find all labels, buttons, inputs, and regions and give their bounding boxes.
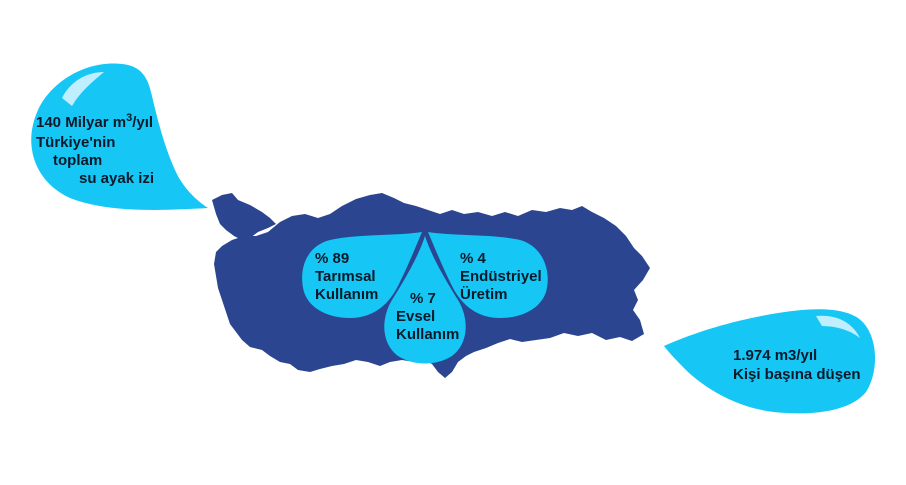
industry-drop-shape xyxy=(428,232,548,318)
per-capita-drop-shape xyxy=(664,309,876,414)
agriculture-label-1: Tarımsal xyxy=(315,268,376,285)
footprint-value-line: 140 Milyar m3/yıl xyxy=(36,112,154,132)
per-capita-value: 1.974 m3/yıl xyxy=(733,347,818,364)
agriculture-percent: % 89 xyxy=(315,250,350,267)
footprint-unit: /yıl xyxy=(132,114,154,131)
footprint-line-4: su ayak izi xyxy=(79,170,155,187)
footprint-drop-highlight xyxy=(62,72,104,106)
industry-percent: % 4 xyxy=(460,250,486,267)
footprint-superscript: 3 xyxy=(126,112,133,124)
map-thrace xyxy=(212,193,276,240)
footprint-value: 140 Milyar m xyxy=(36,114,127,131)
agriculture-label-2: Kullanım xyxy=(315,286,379,303)
footprint-line-3: toplam xyxy=(53,152,103,169)
domestic-percent: % 7 xyxy=(410,290,436,307)
per-capita-line-2: Kişi başına düşen xyxy=(733,366,861,383)
industry-label-1: Endüstriyel xyxy=(460,268,542,285)
domestic-drop-shape xyxy=(384,236,466,364)
domestic-label-1: Evsel xyxy=(396,308,436,325)
footprint-line-2: Türkiye'nin xyxy=(36,134,116,151)
per-capita-drop-highlight xyxy=(816,315,860,338)
industry-label-2: Üretim xyxy=(460,286,508,303)
domestic-label-2: Kullanım xyxy=(396,326,460,343)
agriculture-drop-shape xyxy=(302,232,422,318)
